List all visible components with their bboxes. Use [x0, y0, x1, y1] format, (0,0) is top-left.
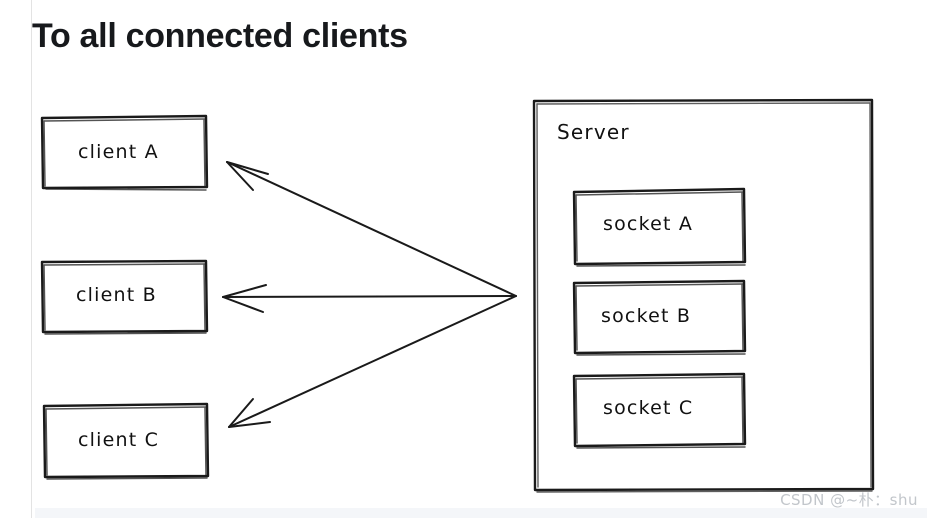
- server-box-sketch-overlay: [536, 102, 873, 493]
- socket-a-label: socket A: [603, 213, 694, 235]
- socket-c-label: socket C: [603, 397, 694, 419]
- client-c-box: [42, 402, 210, 479]
- left-margin-rule: [31, 0, 32, 518]
- client-a-label: client A: [78, 141, 159, 163]
- bottom-band: [35, 508, 927, 518]
- socket-a-box-sketch-overlay: [575, 191, 746, 267]
- socket-b-box-sketch-overlay: [575, 283, 746, 356]
- page-title: To all connected clients: [32, 17, 408, 55]
- server-label: Server: [557, 120, 630, 144]
- arrow-to-client-c: [228, 295, 517, 428]
- client-a-box-sketch-overlay: [43, 118, 207, 191]
- client-a-box: [40, 114, 209, 190]
- client-b-box-sketch-overlay: [43, 263, 207, 335]
- socket-c-box-sketch-overlay: [575, 376, 746, 449]
- socket-b-label: socket B: [601, 305, 692, 327]
- client-b-label: client B: [76, 284, 157, 306]
- arrow-to-client-b: [222, 284, 517, 313]
- server-box: [532, 98, 875, 492]
- csdn-watermark: CSDN @~朴：shu: [780, 491, 918, 509]
- client-b-box: [40, 259, 209, 334]
- socket-c-box: [572, 372, 747, 448]
- socket-a-box: [572, 187, 747, 266]
- client-c-box-sketch-overlay: [45, 406, 208, 480]
- socket-b-box: [572, 279, 747, 355]
- arrow-to-client-a: [226, 161, 517, 297]
- client-c-label: client C: [78, 429, 160, 451]
